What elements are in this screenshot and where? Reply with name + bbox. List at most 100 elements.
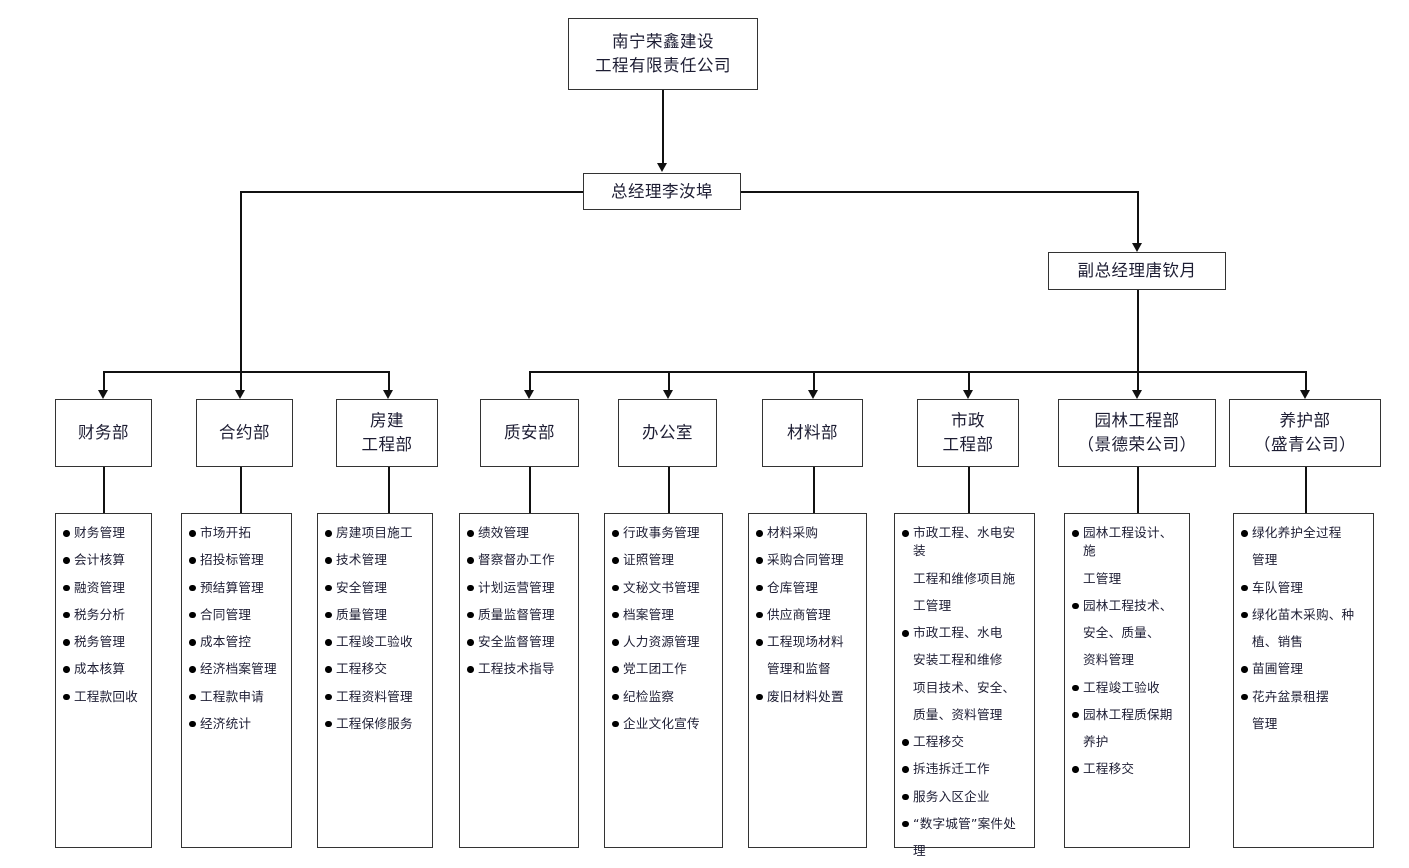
- department-label-sub: （景德荣公司）: [1077, 435, 1197, 454]
- duty-box-material[interactable]: 材料采购采购合同管理仓库管理供应商管理工程现场材料管理和监督废旧材料处置: [748, 513, 867, 848]
- duty-list: 行政事务管理证照管理文秘文书管理档案管理人力资源管理党工团工作纪检监察企业文化宣…: [612, 524, 715, 733]
- duty-item: 供应商管理: [756, 606, 859, 624]
- duty-item: 绿化苗木采购、种: [1241, 606, 1366, 624]
- drop-to-finance: [103, 371, 105, 392]
- arrow-to-office: [663, 390, 673, 399]
- duty-item: 工程款申请: [189, 688, 284, 706]
- duty-item: 拆违拆迁工作: [902, 760, 1027, 778]
- department-box-landscape[interactable]: 园林工程部 （景德荣公司）: [1058, 399, 1216, 467]
- duty-box-building[interactable]: 房建项目施工技术管理安全管理质量管理工程竣工验收工程移交工程资料管理工程保修服务: [317, 513, 433, 848]
- drop-to-office: [668, 371, 670, 392]
- duty-box-finance[interactable]: 财务管理会计核算融资管理税务分析税务管理成本核算工程款回收: [55, 513, 152, 848]
- duty-item: 质量、资料管理: [913, 706, 1003, 722]
- department-box-contract[interactable]: 合约部: [196, 399, 293, 467]
- arrow-to-municipal: [963, 390, 973, 399]
- duty-item: 质量监督管理: [467, 606, 571, 624]
- drop-to-quality: [529, 371, 531, 392]
- duty-item: 管理和监督: [767, 661, 831, 677]
- connector-office-duties: [668, 467, 670, 514]
- duty-item: 房建项目施工: [325, 524, 425, 542]
- duty-item: 工程移交: [1072, 760, 1182, 778]
- department-label: 材料部: [787, 423, 838, 443]
- connector-building-duties: [388, 467, 390, 514]
- duty-item: 党工团工作: [612, 660, 715, 678]
- duty-item: 安全监督管理: [467, 633, 571, 651]
- duty-item: 花卉盆景租摆: [1241, 688, 1366, 706]
- department-box-municipal[interactable]: 市政 工程部: [917, 399, 1019, 467]
- company-box[interactable]: 南宁荣鑫建设 工程有限责任公司: [568, 18, 758, 90]
- arrow-to-maintenance: [1300, 390, 1310, 399]
- duty-item: 材料采购: [756, 524, 859, 542]
- duty-list: 市场开拓招投标管理预结算管理合同管理成本管控经济档案管理工程款申请经济统计: [189, 524, 284, 733]
- arrow-to-quality: [524, 390, 534, 399]
- connector-gm-to-dgm: [1137, 191, 1139, 243]
- connector-material-duties: [813, 467, 815, 514]
- duty-item: 服务入区企业: [902, 788, 1027, 806]
- duty-box-landscape[interactable]: 园林工程设计、施工管理园林工程技术、安全、质量、资料管理工程竣工验收园林工程质保…: [1064, 513, 1190, 848]
- department-label-sub: 工程部: [942, 435, 994, 454]
- duty-list: 绩效管理督察督办工作计划运营管理质量监督管理安全监督管理工程技术指导: [467, 524, 571, 679]
- department-label: 合约部: [219, 423, 270, 443]
- drop-to-municipal: [968, 371, 970, 392]
- duty-item: 市政工程、水电: [902, 624, 1027, 642]
- duty-box-quality[interactable]: 绩效管理督察督办工作计划运营管理质量监督管理安全监督管理工程技术指导: [459, 513, 579, 848]
- department-box-material[interactable]: 材料部: [762, 399, 863, 467]
- deputy-general-manager-box[interactable]: 副总经理唐钦月: [1048, 252, 1226, 290]
- connector-maintenance-duties: [1305, 467, 1307, 514]
- duty-item: 园林工程质保期: [1072, 706, 1182, 724]
- duty-item: 纪检监察: [612, 688, 715, 706]
- duty-item: 税务分析: [63, 606, 144, 624]
- department-label: 财务部: [78, 423, 129, 443]
- company-name-line2: 工程有限责任公司: [595, 56, 731, 75]
- department-label: 养护部: [1279, 411, 1331, 431]
- arrow-to-material: [808, 390, 818, 399]
- duty-item: 成本管控: [189, 633, 284, 651]
- duty-box-municipal[interactable]: 市政工程、水电安装工程和维修项目施工管理市政工程、水电安装工程和维修项目技术、安…: [894, 513, 1035, 858]
- department-label-sub: （盛青公司）: [1254, 435, 1356, 454]
- duty-item: 养护: [1083, 734, 1109, 749]
- duty-box-maintenance[interactable]: 绿化养护全过程管理车队管理绿化苗木采购、种植、销售苗圃管理花卉盆景租摆管理: [1233, 513, 1374, 848]
- company-name-line1: 南宁荣鑫建设: [612, 32, 714, 52]
- duty-item: 成本核算: [63, 660, 144, 678]
- duty-item: 车队管理: [1241, 579, 1366, 597]
- department-box-building[interactable]: 房建 工程部: [336, 399, 438, 467]
- duty-item: 绩效管理: [467, 524, 571, 542]
- arrow-to-building: [383, 390, 393, 399]
- duty-item: 园林工程技术、: [1072, 597, 1182, 615]
- duty-item: 技术管理: [325, 551, 425, 569]
- arrow-company-to-gm: [657, 163, 667, 172]
- duty-item: 采购合同管理: [756, 551, 859, 569]
- duty-box-office[interactable]: 行政事务管理证照管理文秘文书管理档案管理人力资源管理党工团工作纪检监察企业文化宣…: [604, 513, 723, 848]
- connector-municipal-duties: [968, 467, 970, 514]
- connector-gm-spine-right: [740, 191, 1138, 193]
- department-box-office[interactable]: 办公室: [618, 399, 717, 467]
- duty-item: 档案管理: [612, 606, 715, 624]
- duty-item: 工程移交: [325, 660, 425, 678]
- duty-item: 税务管理: [63, 633, 144, 651]
- department-box-quality[interactable]: 质安部: [480, 399, 579, 467]
- department-box-maintenance[interactable]: 养护部 （盛青公司）: [1229, 399, 1381, 467]
- duty-item: 项目技术、安全、: [913, 679, 1016, 695]
- duty-item: 工程技术指导: [467, 660, 571, 678]
- drop-to-contract: [240, 371, 242, 392]
- duty-item: 企业文化宣传: [612, 715, 715, 733]
- department-box-finance[interactable]: 财务部: [55, 399, 152, 467]
- duty-item: 预结算管理: [189, 579, 284, 597]
- duty-item: 证照管理: [612, 551, 715, 569]
- deputy-general-manager-label: 副总经理唐钦月: [1077, 261, 1197, 281]
- duty-item: 质量管理: [325, 606, 425, 624]
- duty-item: 工程和维修项目施: [913, 570, 1016, 586]
- duty-item: 督察督办工作: [467, 551, 571, 569]
- duty-item: 废旧材料处置: [756, 688, 859, 706]
- duty-item: 行政事务管理: [612, 524, 715, 542]
- department-label: 园林工程部: [1094, 411, 1180, 431]
- general-manager-box[interactable]: 总经理李汝埠: [583, 173, 741, 210]
- duty-box-contract[interactable]: 市场开拓招投标管理预结算管理合同管理成本管控经济档案管理工程款申请经济统计: [181, 513, 292, 848]
- duty-item: 市政工程、水电安装: [902, 524, 1027, 561]
- duty-item: 文秘文书管理: [612, 579, 715, 597]
- duty-item: 园林工程设计、施: [1072, 524, 1182, 561]
- duty-list: 绿化养护全过程管理车队管理绿化苗木采购、种植、销售苗圃管理花卉盆景租摆管理: [1241, 524, 1366, 733]
- duty-item: 工程竣工验收: [325, 633, 425, 651]
- duty-item: 工程资料管理: [325, 688, 425, 706]
